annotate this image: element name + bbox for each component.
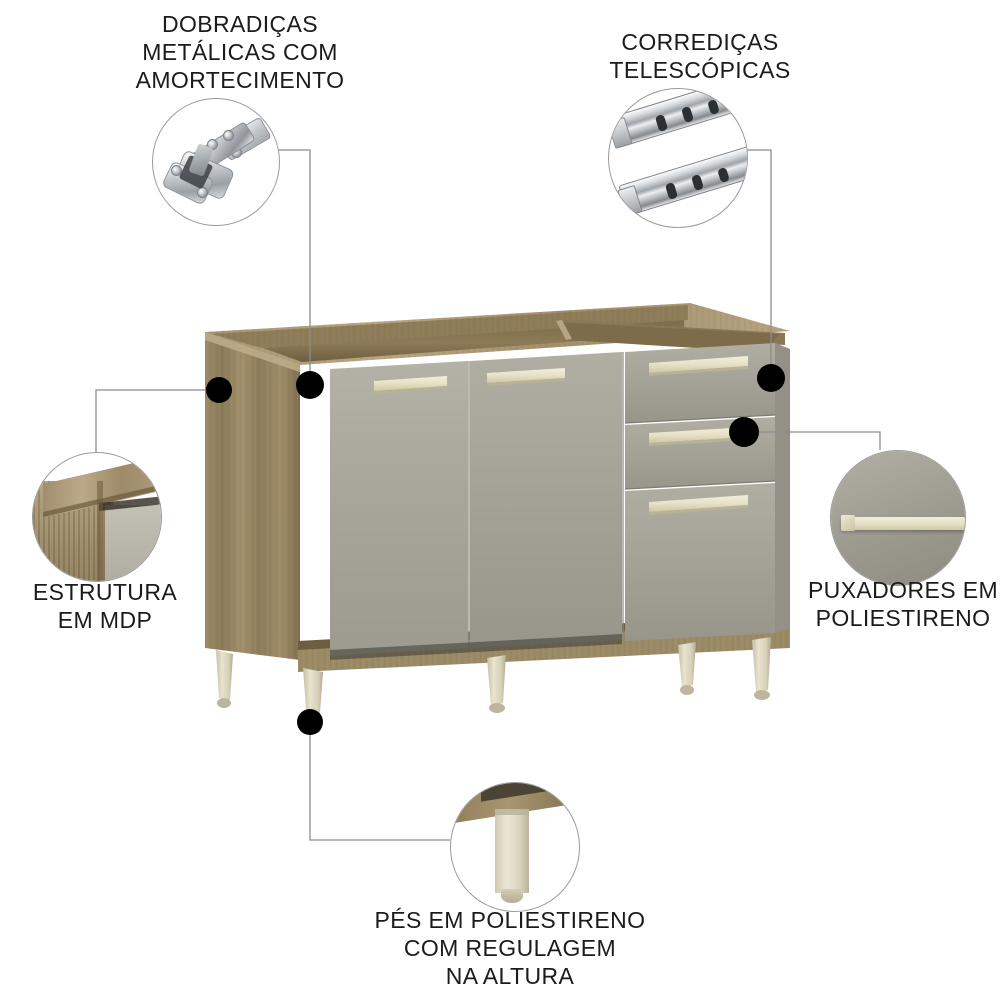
label-feet: PÉS EM POLIESTIRENO COM REGULAGEM NA ALT… [374, 907, 646, 990]
callout-dot-slides[interactable] [757, 364, 785, 392]
label-structure: ESTRUTURA EM MDP [32, 579, 178, 634]
callout-dot-structure[interactable] [206, 377, 232, 403]
label-slides: CORREDIÇAS TELESCÓPICAS [609, 29, 791, 84]
hinge-icon [152, 98, 280, 226]
callout-dot-feet[interactable] [297, 709, 323, 735]
adjustable-foot-icon [450, 782, 580, 912]
handle-bar-icon [830, 450, 966, 586]
callout-dot-handles[interactable] [729, 417, 759, 447]
label-hinges: DOBRADIÇAS METÁLICAS COM AMORTECIMENTO [135, 11, 345, 94]
label-handles: PUXADORES EM POLIESTIRENO [807, 577, 999, 632]
wood-corner-icon [32, 452, 162, 582]
drawer-slide-icon [608, 88, 748, 228]
callout-dot-hinges[interactable] [296, 371, 324, 399]
